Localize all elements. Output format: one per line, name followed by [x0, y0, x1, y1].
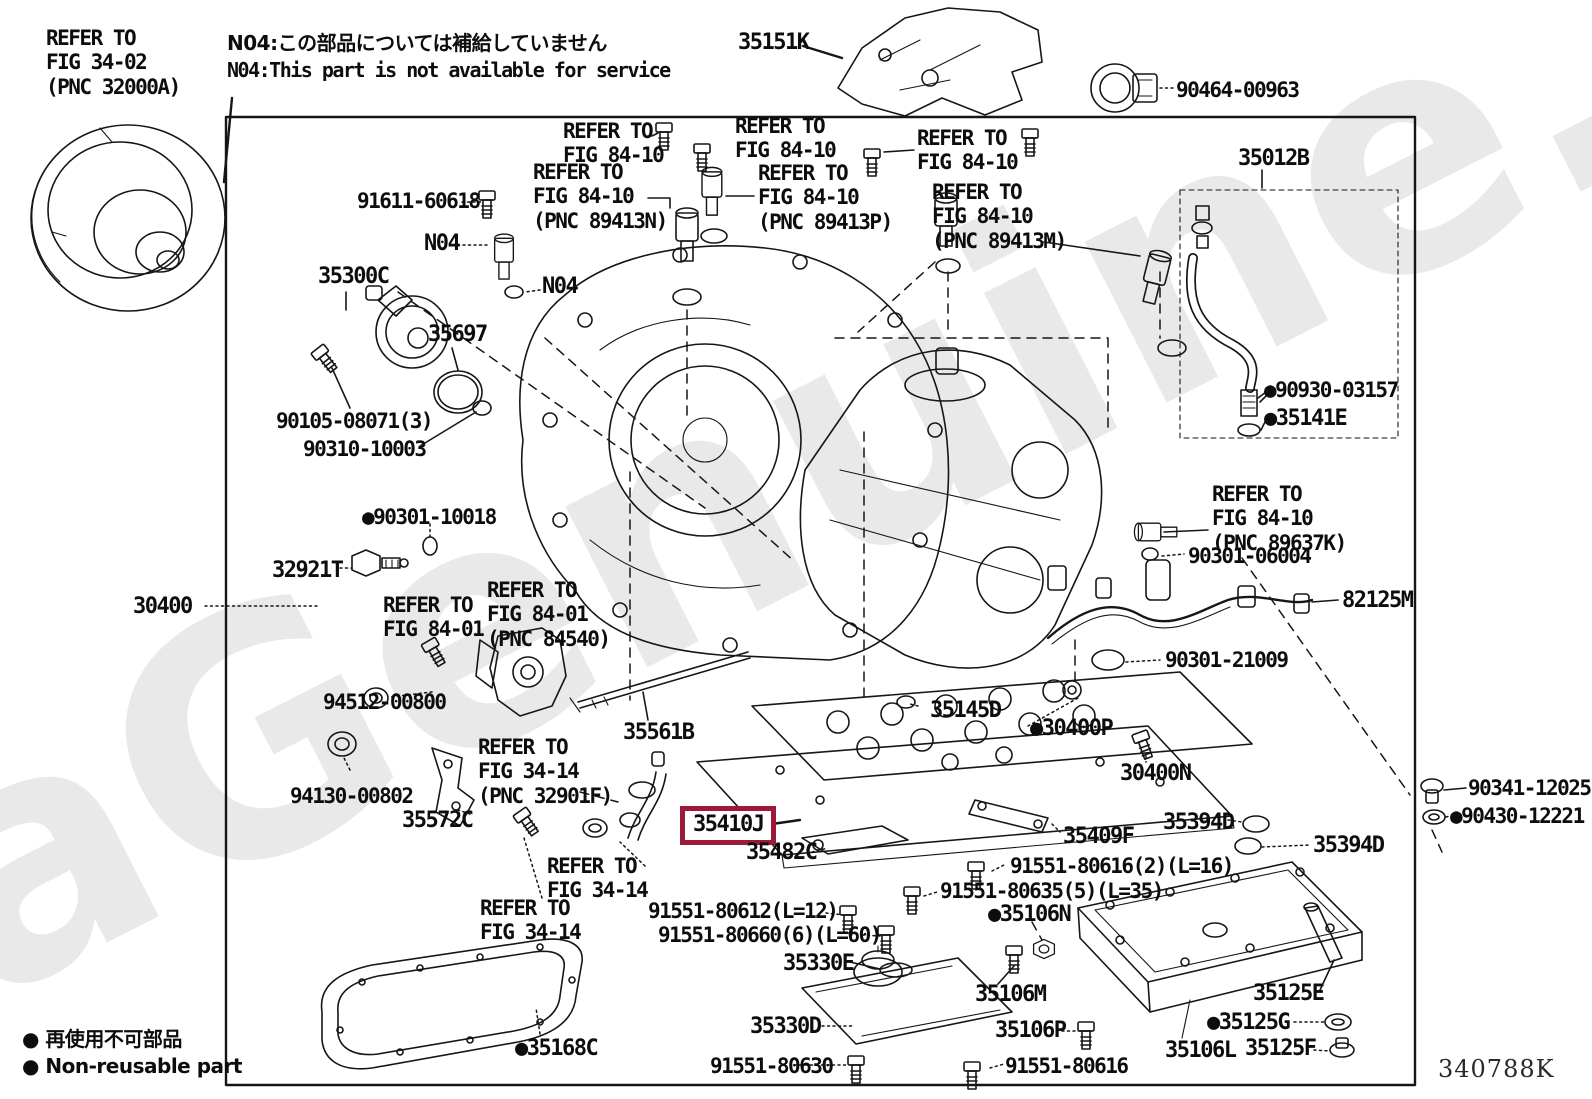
label-part-90341-12025: 90341-12025 [1468, 776, 1592, 800]
label-part-35125E: 35125E [1253, 981, 1325, 1006]
clamp-drawing [1090, 63, 1174, 113]
label-part-82125M: 82125M [1342, 588, 1414, 613]
construction-lines [397, 261, 1443, 853]
label-part-35106L: 35106L [1165, 1038, 1237, 1063]
label-part-91551-80616-2: 91551-80616(2)(L=16) [1010, 854, 1234, 878]
leader-lines [204, 132, 1467, 1069]
label-part-30400: 30400 [133, 594, 193, 619]
label-part-35125F: 35125F [1245, 1036, 1317, 1061]
label-part-90105-08071: 90105-08071(3) [276, 409, 434, 433]
label-part-35561B: 35561B [623, 720, 695, 745]
oil-pan-drawing [1077, 861, 1363, 1039]
label-part-35330E: 35330E [783, 951, 855, 976]
label-part-90430-12221: ●90430-12221 [1450, 804, 1585, 828]
label-refer-84-10-b: REFER TO FIG 84-10 [735, 114, 837, 163]
hardware-bolts [309, 122, 1343, 1090]
label-part-90301-21009: 90301-21009 [1165, 648, 1289, 672]
label-part-35106N: ●35106N [988, 902, 1072, 927]
rear-housing-drawing [799, 347, 1103, 669]
diagram-border [224, 115, 1417, 1087]
label-n04-a: N04 [424, 231, 461, 256]
heat-shield-drawing [801, 7, 1043, 117]
label-part-35151K: 35151K [738, 30, 810, 55]
label-part-91551-80635-5: 91551-80635(5)(L=35) [940, 879, 1164, 903]
label-n04-b: N04 [542, 274, 579, 299]
label-part-30400P: ●30400P [1030, 716, 1114, 741]
label-part-91551-80660: 91551-80660(6)(L=60) [658, 923, 882, 947]
label-part-35572C: 35572C [402, 808, 474, 833]
label-part-35012B: 35012B [1238, 146, 1310, 171]
label-part-35394D-a: 35394D [1163, 810, 1235, 835]
label-refer-84-10-a: REFER TO FIG 84-10 [563, 119, 665, 168]
label-part-94512-00800: 94512-00800 [323, 690, 447, 714]
label-part-90464-00963: 90464-00963 [1176, 78, 1300, 102]
label-refer-32901F: REFER TO FIG 34-14 (PNC 32901F) [478, 735, 613, 808]
label-part-30400N: 30400N [1120, 761, 1192, 786]
label-part-90310-10003: 90310-10003 [303, 437, 427, 461]
label-refer-89413N: REFER TO FIG 84-10 (PNC 89413N) [533, 160, 668, 233]
label-part-32921T: 32921T [272, 558, 344, 583]
label-refer-84-10-c: REFER TO FIG 84-10 [917, 126, 1019, 175]
label-refer-84540: REFER TO FIG 84-01 (PNC 84540) [487, 578, 611, 651]
label-part-35168C: ●35168C [515, 1036, 599, 1061]
label-part-35394D-b: 35394D [1313, 833, 1385, 858]
torque-converter-drawing [30, 96, 234, 312]
label-part-90930-03157: ●90930-03157 [1264, 378, 1399, 402]
label-refer-89413P: REFER TO FIG 84-10 (PNC 89413P) [758, 161, 893, 234]
label-part-35697: 35697 [428, 322, 488, 347]
label-part-90301-10018: ●90301-10018 [362, 505, 497, 529]
label-part-35145D: 35145D [930, 698, 1002, 723]
label-legend-jp: ● 再使用不可部品 [22, 1027, 182, 1051]
label-part-90301-06004: 90301-06004 [1188, 544, 1312, 568]
oil-pan-gasket-drawing [320, 938, 583, 1070]
breather-hose-drawing [1179, 169, 1399, 439]
label-note-jp: N04:この部品については補給していません [227, 31, 607, 55]
small-parts-drawings [327, 285, 751, 841]
transaxle-case-drawing [519, 245, 950, 661]
label-part-35482C: 35482C [746, 840, 818, 865]
label-refer-89413M: REFER TO FIG 84-10 (PNC 89413M) [932, 180, 1067, 253]
wire-harness-drawing [1046, 559, 1339, 671]
label-part-35106P: 35106P [995, 1018, 1067, 1043]
label-refer-89637K: REFER TO FIG 84-10 (PNC 89637K) [1212, 482, 1347, 555]
label-part-35125G: ●35125G [1207, 1010, 1291, 1035]
label-refer-fig-34-02: REFER TO FIG 34-02 (PNC 32000A) [46, 26, 181, 99]
label-part-35410J[interactable]: 35410J [680, 806, 777, 845]
label-part-35141E: ●35141E [1264, 406, 1348, 431]
label-part-35409F: 35409F [1063, 824, 1135, 849]
label-part-91551-80612: 91551-80612(L=12) [648, 899, 839, 923]
label-refer-84-01: REFER TO FIG 84-01 [383, 593, 485, 642]
label-figure-code: 340788K [1438, 1055, 1555, 1083]
label-part-35300C: 35300C [318, 264, 390, 289]
label-part-91551-80616-b: 91551-80616 [1005, 1054, 1129, 1078]
label-note-en: N04:This part is not available for servi… [227, 58, 671, 82]
label-part-91551-80630: 91551-80630 [710, 1054, 834, 1078]
label-refer-34-14-a: REFER TO FIG 34-14 [547, 854, 649, 903]
label-legend-en: ● Non-reusable part [22, 1054, 242, 1078]
label-part-35106M: 35106M [975, 982, 1047, 1007]
top-sensors-drawings [493, 149, 1209, 542]
oil-strainer-drawing [801, 945, 1013, 1045]
label-part-91611-60618: 91611-60618 [357, 189, 481, 213]
label-part-94130-00802: 94130-00802 [290, 784, 414, 808]
label-part-35330D: 35330D [750, 1014, 822, 1039]
seals-grommets [879, 547, 1446, 1058]
label-refer-34-14-b: REFER TO FIG 34-14 [480, 896, 582, 945]
